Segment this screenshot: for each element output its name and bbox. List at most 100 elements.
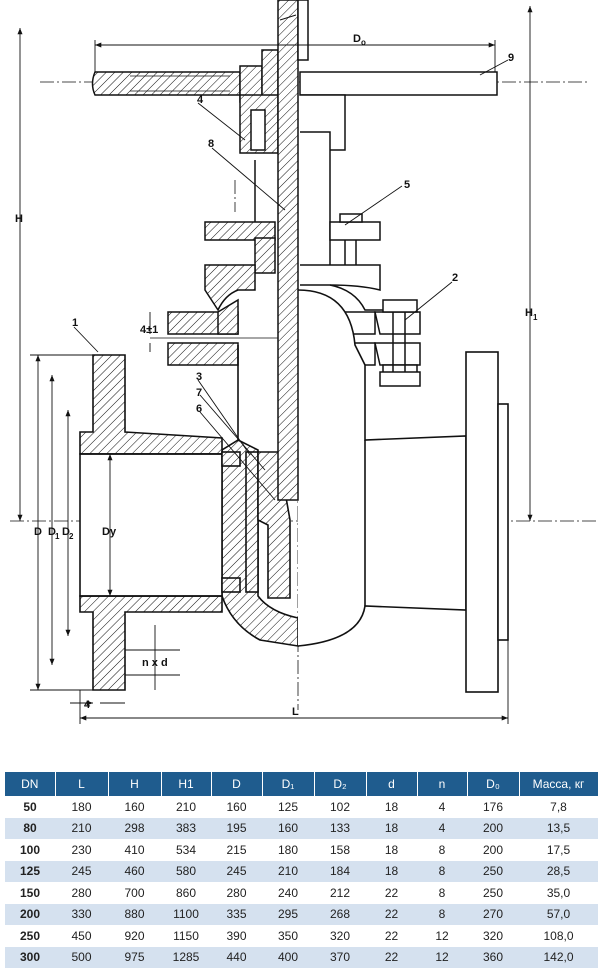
header-h1: H1: [161, 772, 212, 796]
table-cell: 200: [467, 839, 519, 861]
header-h: H: [108, 772, 162, 796]
table-cell: 22: [366, 946, 417, 968]
dim-flange-thickness: 4: [84, 699, 91, 711]
table-cell: 390: [211, 925, 262, 947]
dim-H1-sub: 1: [533, 313, 538, 322]
table-cell: 215: [211, 839, 262, 861]
table-cell: 7,8: [519, 796, 598, 818]
dim-Dy: Dy: [102, 526, 117, 538]
table-cell: 22: [366, 903, 417, 925]
header-mass: Масса, кг: [519, 772, 599, 796]
yoke: [204, 94, 381, 281]
table-cell: 8: [417, 903, 467, 925]
table-cell: 370: [314, 946, 366, 968]
bonnet: [204, 264, 401, 325]
table-cell: 13,5: [519, 817, 598, 839]
dimension-labels: H H 1 D o L D D 1 D 2 Dy 4±1 4 n x d: [15, 33, 538, 718]
table-cell: 184: [314, 860, 366, 882]
table-cell: 860: [161, 882, 211, 904]
dim-D: D: [34, 526, 42, 538]
table-cell: 320: [467, 925, 519, 947]
table-cell: 80: [5, 817, 55, 839]
table-cell: 210: [161, 796, 211, 818]
table-cell: 880: [108, 903, 161, 925]
table-cell: 245: [55, 860, 108, 882]
table-cell: 210: [55, 817, 108, 839]
dim-D1-sub: 1: [55, 532, 60, 541]
table-cell: 8: [417, 839, 467, 861]
table-cell: 975: [108, 946, 161, 968]
part-number-8: 8: [208, 138, 214, 150]
table-cell: 160: [108, 796, 161, 818]
table-cell: 450: [55, 925, 108, 947]
dim-D1: D: [48, 526, 56, 538]
dimension-lines: [17, 6, 533, 724]
table-cell: 280: [211, 882, 262, 904]
table-cell: 142,0: [519, 946, 598, 968]
table-cell: 295: [262, 903, 314, 925]
table-cell: 250: [467, 860, 519, 882]
table-cell: 410: [108, 839, 161, 861]
table-cell: 18: [366, 817, 417, 839]
dim-gap: 4±1: [140, 324, 158, 336]
handwheel: [91, 49, 498, 106]
table-cell: 195: [211, 817, 262, 839]
table-cell: 268: [314, 903, 366, 925]
table-cell: 300: [5, 946, 55, 968]
table-cell: 212: [314, 882, 366, 904]
table-cell: 1150: [161, 925, 211, 947]
table-cell: 8: [417, 882, 467, 904]
header-bolt-d: d: [366, 772, 418, 796]
header-dn: DN: [5, 772, 56, 796]
table-cell: 8: [417, 860, 467, 882]
table-cell: 400: [262, 946, 314, 968]
table-cell: 4: [417, 796, 467, 818]
part-numbers: 1 2 3 4 5 6 7 8 9: [72, 52, 514, 415]
table-cell: 350: [262, 925, 314, 947]
table-cell: 22: [366, 925, 417, 947]
part-number-4: 4: [197, 94, 204, 106]
table-cell: 18: [366, 839, 417, 861]
table-cell: 700: [108, 882, 161, 904]
dim-D0: D: [353, 33, 361, 45]
table-cell: 280: [55, 882, 108, 904]
header-d2: D₂: [314, 772, 367, 796]
table-cell: 200: [5, 903, 55, 925]
gate-valve-drawing: H H 1 D o L D D 1 D 2 Dy 4±1 4 n x d 1 2…: [10, 0, 596, 724]
table-header-row: DN L H H1 D D₁ D₂ d n D₀ Масса, кг: [5, 772, 599, 796]
header-d0: D₀: [467, 772, 520, 796]
part-number-2: 2: [452, 272, 458, 284]
table-cell: 50: [5, 796, 55, 818]
table-cell: 320: [314, 925, 366, 947]
table-cell: 102: [314, 796, 366, 818]
table-cell: 360: [467, 946, 519, 968]
table-cell: 440: [211, 946, 262, 968]
table-cell: 1285: [161, 946, 211, 968]
table-cell: 1100: [161, 903, 211, 925]
dim-D2-sub: 2: [69, 532, 74, 541]
dim-H1: H: [525, 307, 533, 319]
table-cell: 158: [314, 839, 366, 861]
table-cell: 580: [161, 860, 211, 882]
table-cell: 330: [55, 903, 108, 925]
table-cell: 125: [262, 796, 314, 818]
table-cell: 4: [417, 817, 467, 839]
table-cell: 160: [211, 796, 262, 818]
table-cell: 200: [467, 817, 519, 839]
table-cell: 17,5: [519, 839, 598, 861]
table-cell: 500: [55, 946, 108, 968]
part-number-7: 7: [196, 387, 202, 399]
table-cell: 176: [467, 796, 519, 818]
table-cell: 18: [366, 860, 417, 882]
table-cell: 230: [55, 839, 108, 861]
header-l: L: [55, 772, 109, 796]
table-cell: 383: [161, 817, 211, 839]
table-cell: 18: [366, 796, 417, 818]
